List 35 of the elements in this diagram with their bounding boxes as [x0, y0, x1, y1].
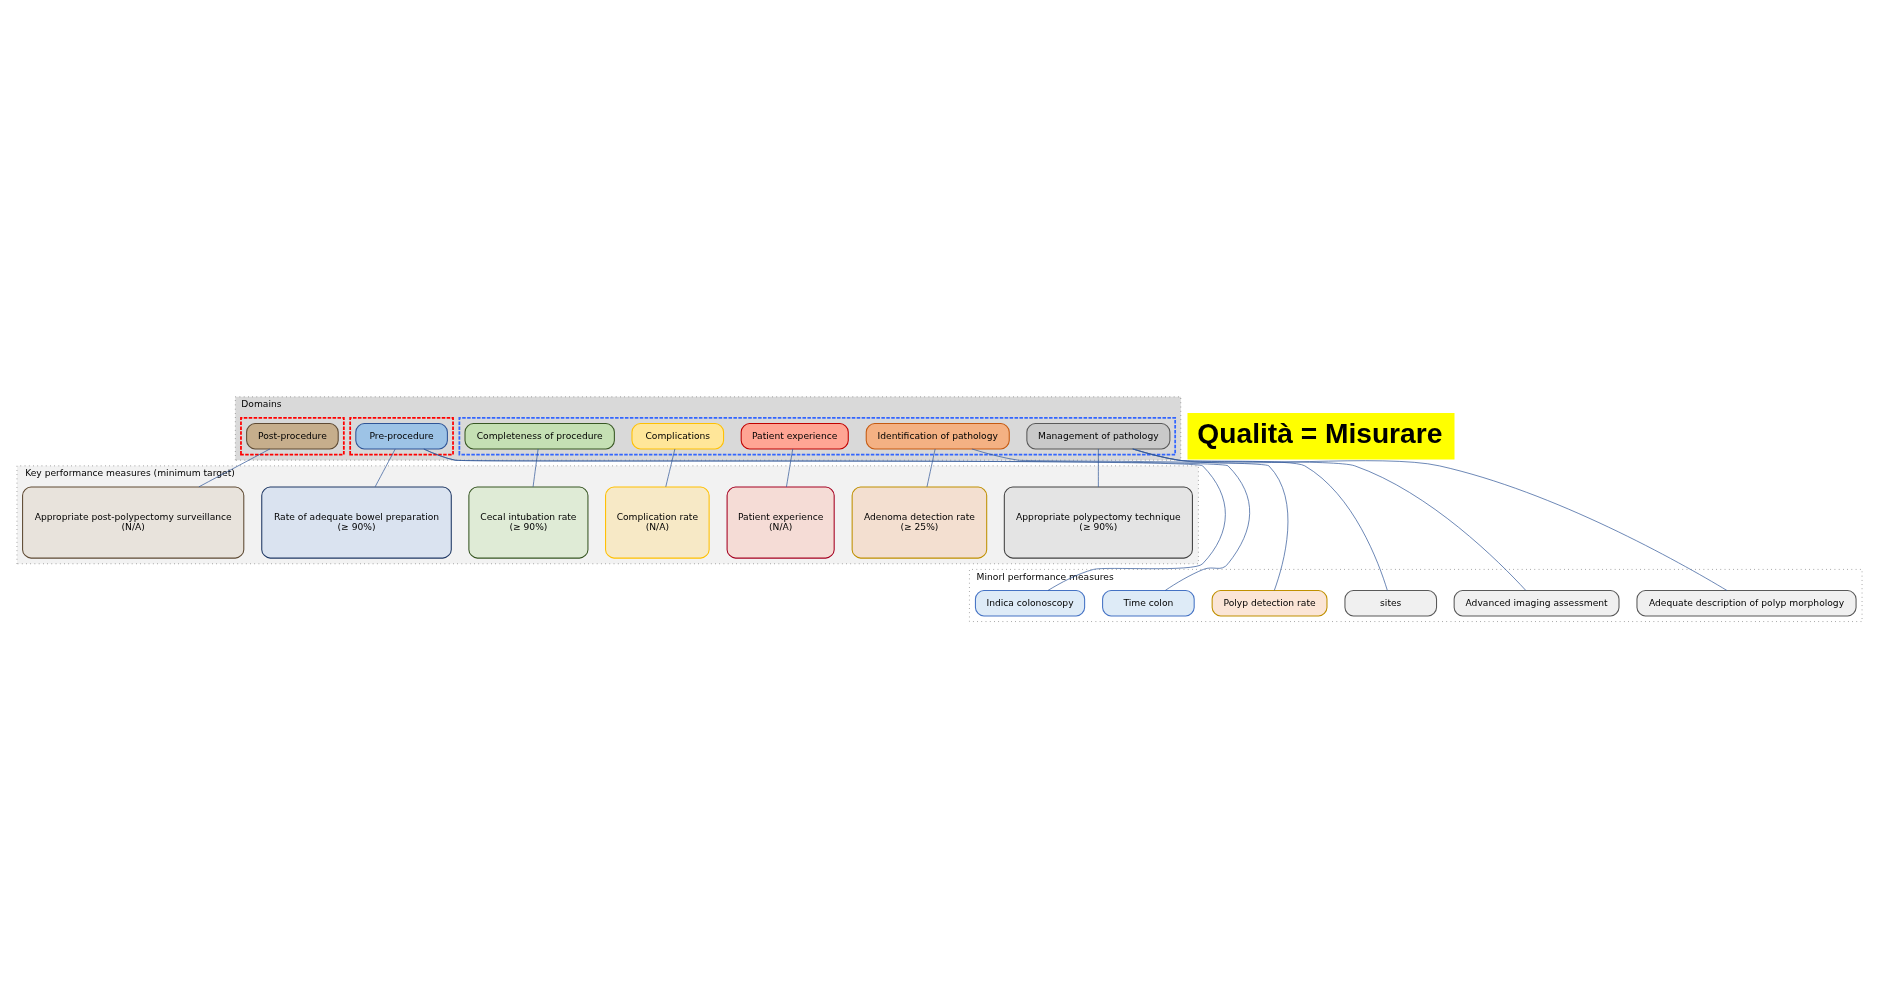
node-box: Rate of adequate bowel preparation (≥ 90%)	[261, 485, 452, 559]
node-box: Advanced imaging assessment	[1453, 589, 1620, 616]
cluster	[240, 416, 345, 455]
cluster	[349, 416, 454, 455]
node-box: Polyp detection rate	[1211, 589, 1328, 616]
connector	[665, 448, 676, 487]
connector	[1132, 448, 1388, 591]
connector	[971, 448, 1289, 591]
node-box: Cecal intubation rate (≥ 90%)	[468, 485, 589, 559]
connector	[1132, 448, 1728, 591]
node-box: Completeness of procedure	[464, 422, 615, 449]
node-box: sites	[1344, 589, 1438, 616]
node-box: Time colon	[1102, 589, 1195, 616]
node-box: Patient experience (N/A)	[726, 485, 835, 559]
label: Qualità = Misurare	[1197, 416, 1443, 449]
node-box: Pre-procedure	[355, 422, 448, 449]
connector	[1132, 448, 1527, 591]
node-box: Patient experience	[740, 422, 849, 449]
node-box: Indica colonoscopy	[974, 589, 1086, 616]
node-box: Management of pathology	[1026, 422, 1171, 449]
connector	[532, 448, 539, 487]
node-box: Complications	[631, 422, 725, 449]
connector	[1098, 448, 1099, 487]
node-box: Appropriate polypectomy technique (≥ 90%)	[1003, 485, 1193, 559]
node-box: Appropriate post-polypectomy surveillance (N/A)	[22, 485, 245, 559]
node-box: Adequate description of polyp morphology	[1636, 589, 1857, 616]
connector	[374, 448, 396, 487]
connector	[926, 448, 936, 487]
node-box: Identification of pathology	[865, 422, 1010, 449]
cluster	[458, 416, 1177, 455]
connector	[198, 448, 271, 487]
node-box: Post-procedure	[246, 422, 339, 449]
node-box: Complication rate (N/A)	[605, 485, 710, 559]
connector	[786, 448, 794, 487]
node-box: Adenoma detection rate (≥ 25%)	[851, 485, 988, 559]
